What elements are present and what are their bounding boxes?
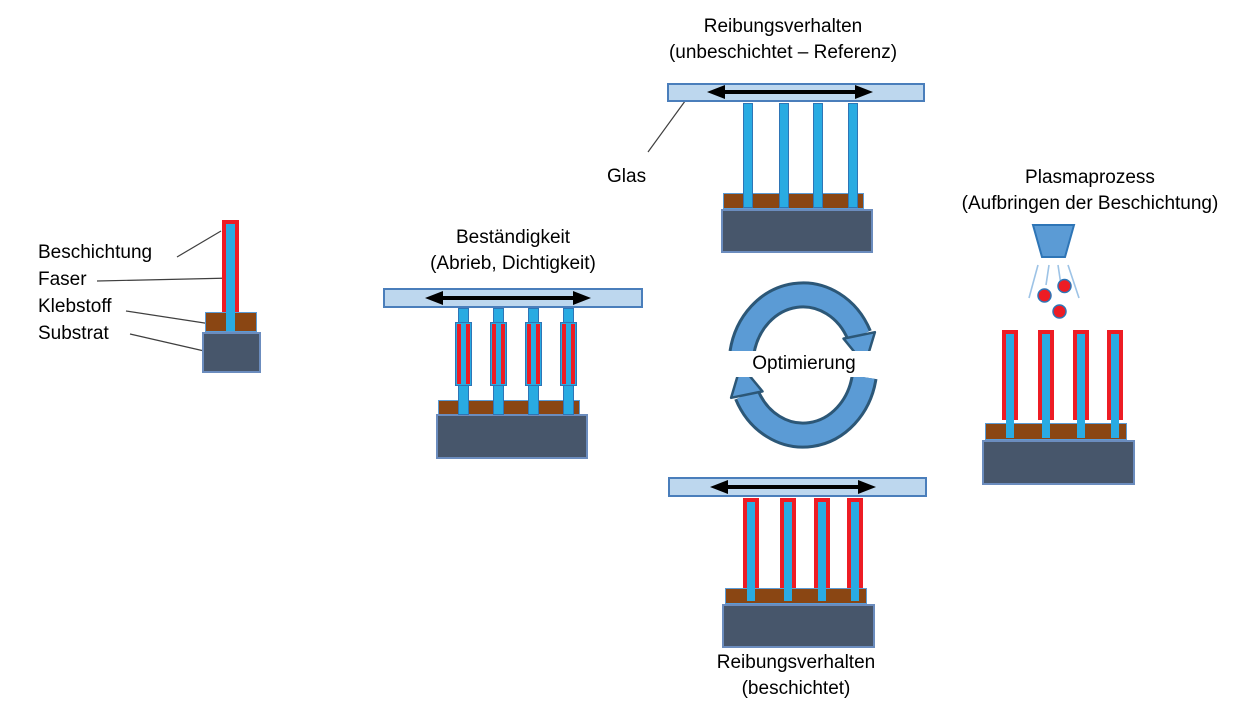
- glass-leader-line: [647, 96, 689, 153]
- substrate-block: [202, 332, 261, 373]
- coating: [222, 220, 239, 312]
- coating: [847, 498, 863, 588]
- fiber: [1042, 334, 1050, 438]
- fiber: [226, 223, 235, 331]
- referenz-title: Reibungsverhalten (unbeschichtet – Refer…: [633, 14, 933, 66]
- substrate-block: [721, 209, 873, 253]
- fiber: [743, 103, 753, 208]
- legend-label-klebstoff: Klebstoff: [38, 296, 112, 317]
- coating: [780, 498, 796, 588]
- friction-arrow-icon: [710, 480, 876, 494]
- fiber: [1111, 334, 1119, 438]
- substrate-block: [982, 440, 1135, 485]
- fiber: [1006, 334, 1014, 438]
- optimierung-label: Optimierung: [728, 351, 880, 377]
- plasma-title-line2: (Aufbringen der Beschichtung): [961, 193, 1219, 214]
- adhesive-layer: [985, 423, 1127, 440]
- plasma-nozzle-icon: [1028, 224, 1080, 319]
- adhesive-layer: [725, 588, 867, 604]
- fiber: [818, 502, 826, 601]
- friction-arrow-icon: [425, 291, 591, 305]
- fiber: [851, 502, 859, 601]
- referenz-title-line2: (unbeschichtet – Referenz): [668, 42, 898, 63]
- legend-label-faser: Faser: [38, 269, 87, 290]
- substrate-block: [722, 604, 875, 648]
- beschichtet-title-line1: Reibungsverhalten: [716, 652, 876, 673]
- legend-label-substrat: Substrat: [38, 323, 109, 344]
- plasma-droplet: [1052, 304, 1067, 319]
- worn-coating: [560, 322, 577, 386]
- plasma-title: Plasmaprozess (Aufbringen der Beschichtu…: [934, 165, 1246, 217]
- substrate-block: [436, 414, 588, 459]
- fiber: [813, 103, 823, 208]
- plasma-droplet: [1037, 288, 1052, 303]
- referenz-title-line1: Reibungsverhalten: [703, 16, 863, 37]
- bestaendigkeit-title-line1: Beständigkeit: [455, 227, 571, 248]
- coating: [1073, 330, 1089, 420]
- fiber: [784, 502, 792, 601]
- plasma-title-line1: Plasmaprozess: [1025, 167, 1155, 188]
- fiber: [1077, 334, 1085, 438]
- worn-coating: [455, 322, 472, 386]
- worn-coating: [525, 322, 542, 386]
- fiber: [848, 103, 858, 208]
- coating: [743, 498, 759, 588]
- coating: [814, 498, 830, 588]
- bestaendigkeit-title: Beständigkeit (Abrieb, Dichtigkeit): [363, 225, 663, 277]
- worn-coating: [490, 322, 507, 386]
- fiber: [779, 103, 789, 208]
- coating: [1038, 330, 1054, 420]
- plasma-droplet: [1057, 278, 1072, 294]
- coating: [1107, 330, 1123, 420]
- glass-label: Glas: [607, 166, 647, 187]
- friction-arrow-icon: [707, 85, 873, 99]
- bestaendigkeit-title-line2: (Abrieb, Dichtigkeit): [430, 253, 596, 274]
- beschichtet-title-line2: (beschichtet): [741, 678, 851, 699]
- coating: [1002, 330, 1018, 420]
- fiber: [747, 502, 755, 601]
- legend-label-beschichtung: Beschichtung: [38, 242, 153, 263]
- adhesive-layer: [723, 193, 864, 209]
- beschichtet-title: Reibungsverhalten (beschichtet): [646, 650, 946, 702]
